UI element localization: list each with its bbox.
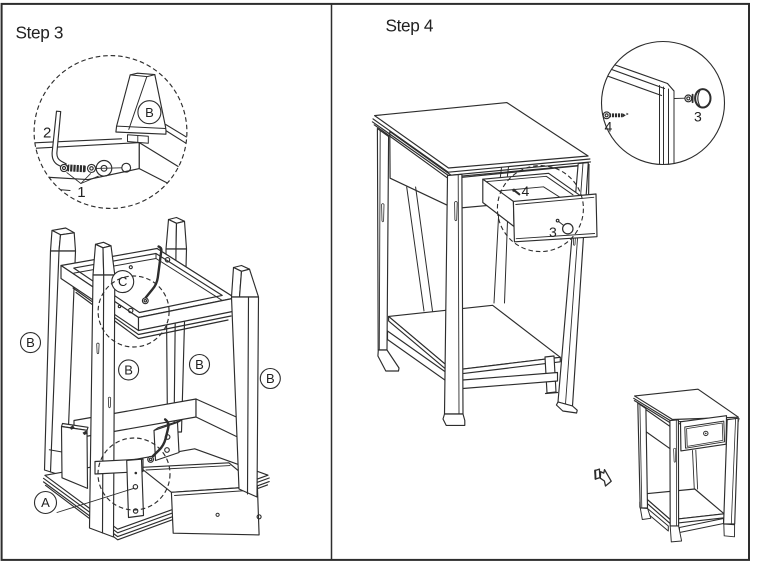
svg-text:2: 2 [43, 124, 51, 141]
svg-text:B: B [124, 363, 133, 378]
svg-text:4: 4 [605, 119, 613, 135]
svg-text:A: A [41, 495, 50, 510]
svg-text:Step 4: Step 4 [386, 15, 434, 35]
svg-text:B: B [145, 105, 154, 120]
svg-text:B: B [26, 335, 35, 350]
svg-text:Step 3: Step 3 [16, 23, 64, 43]
svg-text:B: B [266, 371, 275, 386]
svg-text:4: 4 [522, 183, 530, 199]
svg-text:B: B [195, 357, 204, 372]
svg-text:1: 1 [77, 184, 85, 201]
svg-text:3: 3 [694, 109, 702, 125]
svg-text:3: 3 [549, 224, 557, 240]
svg-text:C: C [118, 274, 127, 289]
